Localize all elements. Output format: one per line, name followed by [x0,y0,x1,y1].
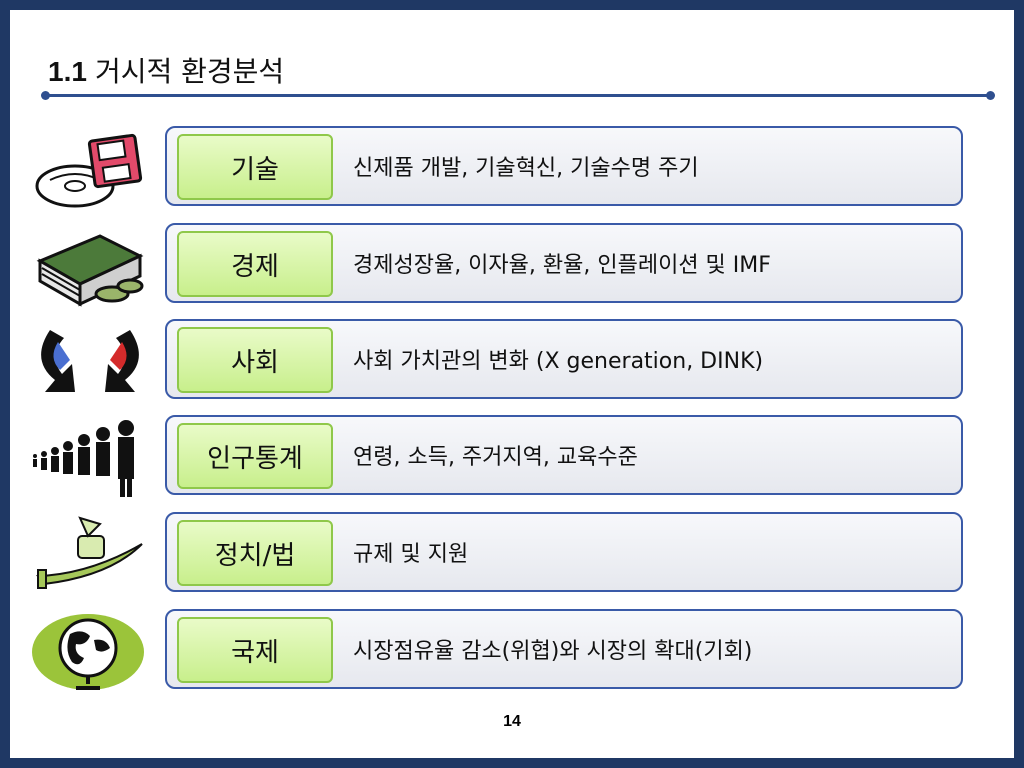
title-text: 거시적 환경분석 [94,55,285,88]
row-economy: 경제 경제성장율, 이자율, 환율, 인플레이션 및 IMF [165,223,963,303]
row-demographics: 인구통계 연령, 소득, 주거지역, 교육수준 [165,415,963,495]
row-politics-law: 정치/법 규제 및 지원 [165,512,963,592]
money-stack-icon [36,234,144,307]
row-description: 경제성장율, 이자율, 환율, 인플레이션 및 IMF [353,253,771,278]
title-number: 1.1 [48,56,87,87]
row-description: 시장점유율 감소(위협)와 시장의 확대(기회) [353,639,753,664]
cycle-arrows-icon [41,330,139,392]
chip-label: 정치/법 [177,520,333,586]
chip-label: 기술 [177,134,333,200]
sword-and-lamp-icon [36,516,143,589]
disk-and-cd-icon [35,133,143,208]
row-technology: 기술 신제품 개발, 기술혁신, 기술수명 주기 [165,126,963,206]
row-international: 국제 시장점유율 감소(위협)와 시장의 확대(기회) [165,609,963,689]
title-rule [46,94,992,97]
people-group-icon [33,420,134,497]
rule-left-dot [41,91,50,100]
row-description: 신제품 개발, 기술혁신, 기술수명 주기 [353,156,699,181]
chip-label: 경제 [177,231,333,297]
chip-label: 사회 [177,327,333,393]
rule-right-dot [986,91,995,100]
row-description: 규제 및 지원 [353,542,469,567]
row-society: 사회 사회 가치관의 변화 (X generation, DINK) [165,319,963,399]
page-number: 14 [503,713,521,730]
row-description: 연령, 소득, 주거지역, 교육수준 [353,445,638,470]
chip-label: 인구통계 [177,423,333,489]
chip-label: 국제 [177,617,333,683]
row-description: 사회 가치관의 변화 (X generation, DINK) [353,349,764,374]
globe-icon [32,614,144,690]
